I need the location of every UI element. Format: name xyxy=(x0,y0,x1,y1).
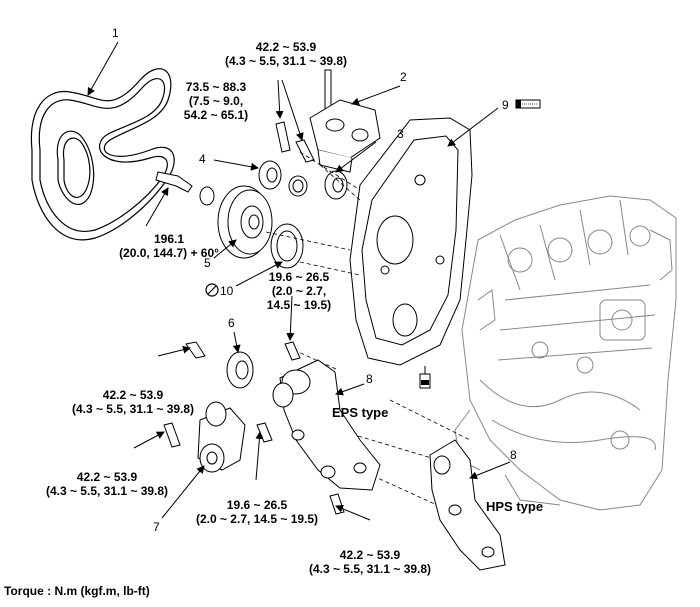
callout-10: 10 xyxy=(220,284,234,298)
torque-spec-crank: 196.1 (20.0, 144.7) + 60° xyxy=(110,232,228,260)
callout-4: 4 xyxy=(199,152,206,166)
torque-spec-bracket-line1: 19.6 ~ 26.5 xyxy=(226,498,288,512)
hps-type-label: HPS type xyxy=(486,499,544,514)
callout-8-hps: 8 xyxy=(510,448,517,462)
torque-spec-cover: 19.6 ~ 26.5 (2.0 ~ 2.7, 14.5 ~ 19.5) xyxy=(254,270,344,312)
torque-spec-idler-line2: (7.5 ~ 9.0, xyxy=(188,94,244,108)
torque-spec-tensioner: 42.2 ~ 53.9 (4.3 ~ 5.5, 31.1 ~ 39.8) xyxy=(30,470,184,498)
idler-pulley-lower xyxy=(185,341,254,389)
torque-spec-cover-line1: 19.6 ~ 26.5 xyxy=(268,270,330,284)
torque-spec-lower-line1: 42.2 ~ 53.9 xyxy=(339,548,401,562)
torque-spec-crank-line2: (20.0, 144.7) + 60° xyxy=(119,246,219,260)
callout-8-eps: 8 xyxy=(366,372,373,386)
alternator-bracket-hps xyxy=(429,439,506,571)
torque-unit-footer: Torque : N.m (kgf.m, lb-ft) xyxy=(4,584,150,598)
leader-lines xyxy=(87,41,511,521)
torque-spec-lower: 42.2 ~ 53.9 (4.3 ~ 5.5, 31.1 ~ 39.8) xyxy=(292,548,448,576)
torque-spec-idler-line3: 54.2 ~ 65.1) xyxy=(183,108,249,122)
engine-mount-bracket xyxy=(309,69,381,173)
sealant-icon xyxy=(515,99,541,109)
torque-spec-tensioner-line1: 42.2 ~ 53.9 xyxy=(76,470,138,484)
callout-1: 1 xyxy=(112,26,119,40)
bracket-bolts xyxy=(275,121,315,163)
torque-spec-idler: 73.5 ~ 88.3 (7.5 ~ 9.0, 54.2 ~ 65.1) xyxy=(166,80,266,122)
oil-seal-tool-icon xyxy=(419,366,431,389)
torque-spec-top-line1: 42.2 ~ 53.9 xyxy=(255,40,317,54)
torque-spec-lower-line2: (4.3 ~ 5.5, 31.1 ~ 39.8) xyxy=(308,562,432,576)
callout-2: 2 xyxy=(400,70,407,84)
timing-chain-cover xyxy=(349,117,473,366)
torque-spec-idler-lower-line2: (4.3 ~ 5.5, 31.1 ~ 39.8) xyxy=(71,402,195,416)
callout-7: 7 xyxy=(153,520,160,534)
torque-spec-top-line2: (4.3 ~ 5.5, 31.1 ~ 39.8) xyxy=(224,54,348,68)
torque-spec-cover-line3: 14.5 ~ 19.5) xyxy=(266,298,332,312)
torque-spec-cover-line2: (2.0 ~ 2.7, xyxy=(271,284,327,298)
torque-spec-top: 42.2 ~ 53.9 (4.3 ~ 5.5, 31.1 ~ 39.8) xyxy=(208,40,364,68)
belt-tensioner xyxy=(197,401,246,473)
do-not-reuse-icon xyxy=(205,283,219,297)
torque-spec-bracket-line2: (2.0 ~ 2.7, 14.5 ~ 19.5) xyxy=(195,512,319,526)
callout-6: 6 xyxy=(228,316,235,330)
callout-3: 3 xyxy=(397,127,404,141)
callout-5: 5 xyxy=(204,256,211,270)
engine-block xyxy=(454,195,677,511)
eps-type-label: EPS type xyxy=(332,405,389,420)
torque-spec-bracket: 19.6 ~ 26.5 (2.0 ~ 2.7, 14.5 ~ 19.5) xyxy=(172,498,342,526)
torque-spec-tensioner-line2: (4.3 ~ 5.5, 31.1 ~ 39.8) xyxy=(45,484,169,498)
callout-9: 9 xyxy=(502,98,509,112)
alternator-bracket-eps xyxy=(272,359,381,491)
torque-spec-crank-line1: 196.1 xyxy=(153,232,185,246)
torque-spec-idler-lower: 42.2 ~ 53.9 (4.3 ~ 5.5, 31.1 ~ 39.8) xyxy=(56,388,210,416)
torque-spec-idler-line1: 73.5 ~ 88.3 xyxy=(185,80,247,94)
idler-pulley xyxy=(258,160,348,200)
drive-belt xyxy=(30,68,175,241)
torque-spec-idler-lower-line1: 42.2 ~ 53.9 xyxy=(102,388,164,402)
